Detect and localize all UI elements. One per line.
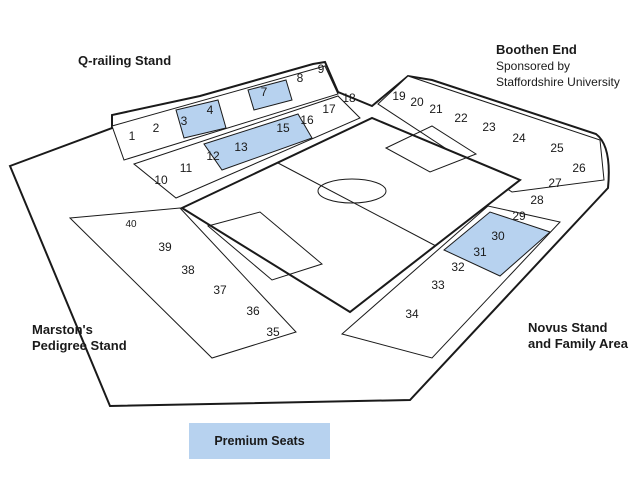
section-39-label[interactable]: 39	[158, 240, 172, 254]
section-31-label[interactable]: 31	[473, 245, 487, 259]
premium-areas	[175, 79, 551, 277]
section-3-label[interactable]: 3	[181, 114, 188, 128]
south-stand-name-line2: and Family Area	[528, 336, 628, 351]
premium-area-south	[443, 211, 551, 277]
section-21-label[interactable]: 21	[429, 102, 443, 116]
section-10-label[interactable]: 10	[154, 173, 168, 187]
section-11-label[interactable]: 11	[180, 161, 193, 175]
centre-circle	[317, 178, 387, 204]
east-stand-sponsor-line1: Sponsored by	[496, 59, 571, 73]
section-4-label[interactable]: 4	[207, 103, 214, 117]
section-17-label[interactable]: 17	[322, 102, 336, 116]
section-12-label[interactable]: 12	[206, 149, 220, 163]
section-37-label[interactable]: 37	[213, 283, 227, 297]
section-18-label[interactable]: 18	[342, 91, 356, 105]
section-26-label[interactable]: 26	[572, 161, 586, 175]
section-23-label[interactable]: 23	[482, 120, 496, 134]
premium-area-north-lower	[203, 113, 313, 171]
section-28-label[interactable]: 28	[530, 193, 544, 207]
penalty-area-west	[206, 211, 324, 281]
east-stand-block: Boothen End Sponsored by Staffordshire U…	[496, 42, 620, 90]
section-16-label[interactable]: 16	[300, 113, 314, 127]
section-22-label[interactable]: 22	[454, 111, 468, 125]
west-stand-name-line1: Marston's	[32, 322, 93, 337]
section-27-label[interactable]: 27	[548, 176, 562, 190]
premium-area-north-upper-left	[175, 99, 227, 139]
section-29-label[interactable]: 29	[512, 209, 526, 223]
north-stand-name: Q-railing Stand	[78, 53, 172, 68]
premium-area-north-upper-right	[247, 79, 293, 111]
south-stand-block: Novus Stand and Family Area	[528, 320, 628, 352]
section-36-label[interactable]: 36	[246, 304, 260, 318]
east-stand-sponsor-line2: Staffordshire University	[496, 75, 620, 89]
premium-seats-legend: Premium Seats	[189, 423, 330, 459]
south-stand-name-line1: Novus Stand	[528, 320, 608, 335]
section-33-label[interactable]: 33	[431, 278, 445, 292]
section-19-label[interactable]: 19	[392, 89, 406, 103]
section-35-label[interactable]: 35	[266, 325, 280, 339]
section-40-label[interactable]: 40	[125, 219, 137, 230]
west-stand-name-line2: Pedigree Stand	[32, 338, 127, 353]
section-13-label[interactable]: 13	[234, 140, 248, 154]
section-24-label[interactable]: 24	[512, 131, 526, 145]
premium-seats-legend-label: Premium Seats	[214, 434, 305, 448]
section-32-label[interactable]: 32	[451, 260, 465, 274]
section-2-label[interactable]: 2	[153, 121, 160, 135]
west-stand	[68, 207, 297, 359]
section-30-label[interactable]: 30	[491, 229, 505, 243]
section-1-label[interactable]: 1	[129, 129, 136, 143]
section-20-label[interactable]: 20	[410, 95, 424, 109]
pitch	[179, 116, 522, 314]
section-8-label[interactable]: 8	[297, 71, 304, 85]
section-38-label[interactable]: 38	[181, 263, 195, 277]
penalty-area-east	[384, 125, 478, 173]
section-9-label[interactable]: 9	[318, 62, 325, 76]
section-7-label[interactable]: 7	[261, 85, 268, 99]
pitch-outline	[179, 116, 522, 314]
west-stand-block: Marston's Pedigree Stand	[32, 322, 127, 354]
section-15-label[interactable]: 15	[276, 121, 290, 135]
east-stand-name: Boothen End	[496, 42, 577, 57]
section-34-label[interactable]: 34	[405, 307, 419, 321]
section-25-label[interactable]: 25	[550, 141, 564, 155]
halfway-line	[277, 162, 437, 247]
